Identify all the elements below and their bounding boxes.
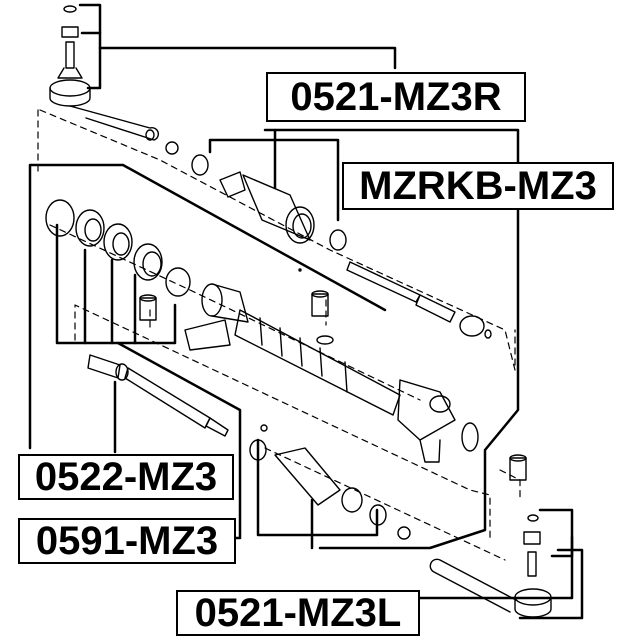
tie-rod-end-left-part [429,514,552,618]
lower-inner-tie-rod-part [87,354,229,437]
bushing-kit-parts [45,199,191,321]
upper-boot-part [219,171,315,244]
label-inner-tie-rod: 0522-MZ3 [18,454,234,500]
label-rack-boot-kit: MZRKB-MZ3 [342,162,614,210]
label-tie-rod-end-right: 0521-MZ3R [266,72,526,122]
label-rack-bushing-kit: 0591-MZ3 [18,518,236,564]
leader-lines [28,3,584,620]
label-tie-rod-end-left: 0521-MZ3L [176,590,420,636]
tie-rod-end-right-part [49,5,160,141]
upper-inner-tie-rod-part [346,261,492,339]
parts [45,5,552,618]
rack-housing-part [184,268,479,463]
lower-boot-part [274,447,363,513]
